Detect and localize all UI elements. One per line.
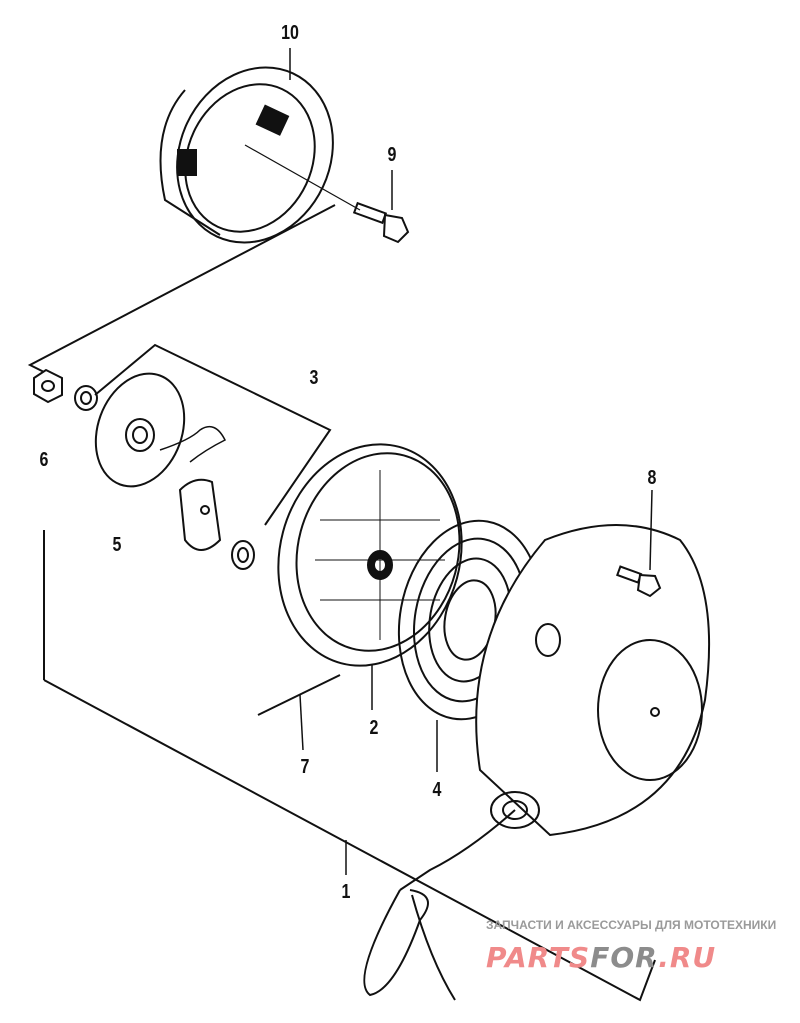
watermark-logo-part2: FOR	[590, 941, 659, 974]
part-6-nut	[33, 368, 98, 411]
watermark-logo-part1: PARTS	[486, 941, 591, 974]
ratchet-pawl	[178, 478, 255, 570]
callout-10: 10	[281, 22, 299, 44]
watermark-tagline: ЗАПЧАСТИ И АКСЕССУАРЫ ДЛЯ МОТОТЕХНИКИ	[486, 918, 777, 932]
callout-5: 5	[112, 534, 122, 556]
callout-2: 2	[369, 717, 379, 739]
callout-7: 7	[300, 756, 310, 778]
part-9-bolt	[352, 201, 410, 244]
callout-9: 9	[387, 144, 397, 166]
part-5-friction-plate	[94, 372, 227, 488]
assembly-bracket	[27, 204, 656, 1002]
part-10-ratchet-cover	[159, 66, 361, 244]
starter-handle	[363, 809, 516, 1001]
part-7-rope	[257, 674, 341, 716]
sub-assembly-bracket	[94, 343, 332, 526]
leader-lines	[289, 48, 653, 875]
callout-1: 1	[341, 881, 351, 903]
watermark-logo-part3: .RU	[658, 941, 717, 974]
watermark-logo: PARTSFOR.RU	[486, 942, 716, 974]
callout-3: 3	[309, 367, 319, 389]
callout-8: 8	[647, 467, 657, 489]
callout-4: 4	[432, 779, 442, 801]
starter-housing	[475, 524, 711, 837]
part-2-reel	[277, 443, 463, 667]
part-8-bolt	[616, 565, 662, 598]
callout-6: 6	[39, 449, 49, 471]
